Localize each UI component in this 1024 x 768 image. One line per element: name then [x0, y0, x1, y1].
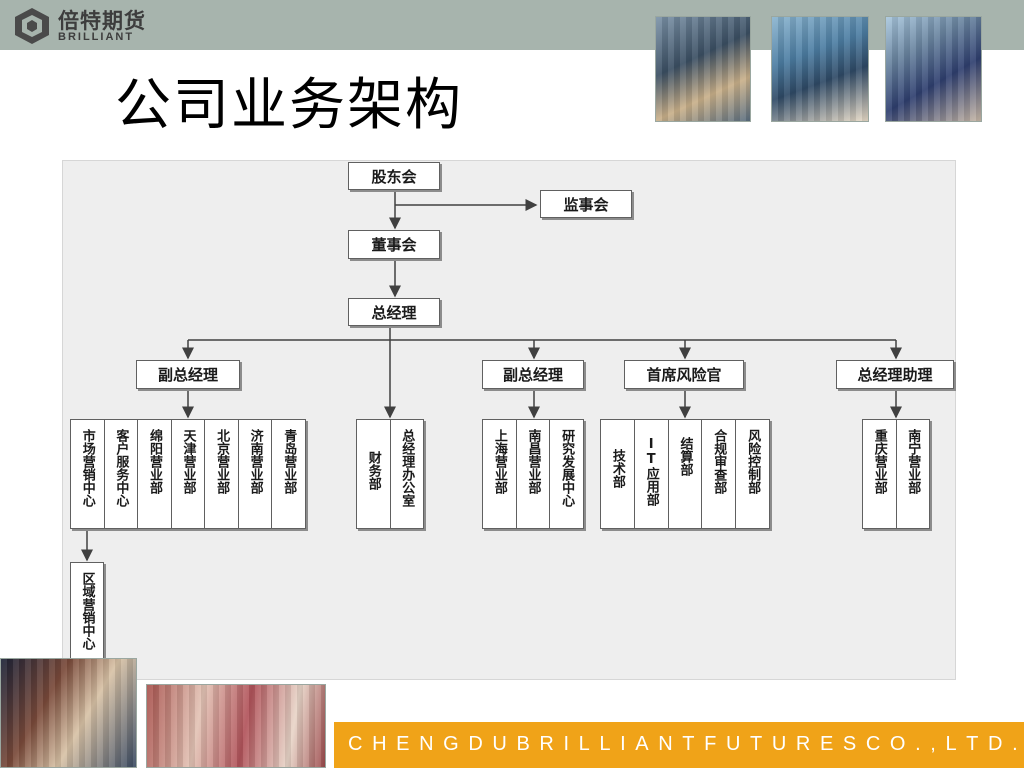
trader-phone-photo [885, 16, 982, 122]
dept-label-shanghai: 上海营业部 [491, 429, 507, 494]
footer-letter: I [620, 733, 626, 755]
footer-letter: F [704, 733, 717, 755]
footer-letter: . [915, 733, 921, 755]
node-board: 董事会 [348, 230, 440, 259]
dept-box: 财务部 [357, 420, 390, 528]
footer-letter: O [889, 733, 906, 755]
dept-label-qingdao: 青岛营业部 [281, 429, 297, 494]
dept-group-gm: 财务部 总经理办公室 [356, 419, 424, 529]
dept-label-nanchang: 南昌营业部 [525, 429, 541, 494]
footer-letter: S [842, 733, 857, 755]
footer-letter: L [599, 733, 611, 755]
dept-label-research-center: 研究发展中心 [559, 429, 575, 507]
footer-letter: B [516, 733, 530, 755]
footer-letter: L [945, 733, 957, 755]
dept-label-settlement: 结算部 [677, 437, 693, 476]
footer-letter: N [658, 733, 673, 755]
dept-label-jinan: 济南营业部 [247, 429, 263, 494]
footer-band [334, 722, 1024, 768]
dept-label-mianyang: 绵阳营业部 [146, 429, 162, 494]
dept-box: 上海营业部 [483, 420, 516, 528]
footer-letter: G [443, 733, 459, 755]
dept-box: 风险控制部 [735, 420, 769, 528]
dept-label-finance: 财务部 [365, 451, 381, 490]
dept-box: 合规审查部 [701, 420, 735, 528]
node-gm-assistant: 总经理助理 [836, 360, 954, 389]
dept-group-cro: 技术部 IT应用部 结算部 合规审查部 风险控制部 [600, 419, 770, 529]
exchange-hall-photo [146, 684, 326, 768]
footer-letter: E [396, 733, 410, 755]
dept-box: 绵阳营业部 [137, 420, 171, 528]
logo-english-name: BRILLIANT [58, 31, 135, 43]
dept-group-vp1: 市场营销中心 客户服务中心 绵阳营业部 天津营业部 北京营业部 济南营业部 青岛… [70, 419, 306, 529]
footer-letter: E [819, 733, 834, 755]
logo-chinese-name: 倍特期货 [58, 9, 146, 33]
dept-group-assistant: 重庆营业部 南宁营业部 [862, 419, 930, 529]
dept-box: 南昌营业部 [515, 420, 550, 528]
crowd-trading-photo [0, 658, 137, 768]
footer-letter: I [563, 733, 570, 755]
footer-letter: T [682, 733, 695, 755]
footer-letter: R [539, 733, 554, 755]
dept-box: 重庆营业部 [863, 420, 896, 528]
dept-label-nanning: 南宁营业部 [905, 429, 921, 494]
footer-letter: L [578, 733, 590, 755]
footer-letter: U [771, 733, 787, 755]
dept-box: 技术部 [601, 420, 634, 528]
footer-letter: D [468, 733, 483, 755]
trader-desk-photo [771, 16, 869, 122]
dept-label-gm-office: 总经理办公室 [399, 429, 415, 507]
slide-title: 公司业务架构 [115, 73, 463, 138]
node-vp-1: 副总经理 [136, 360, 240, 389]
footer-letter: T [750, 733, 763, 755]
dept-box: 客户服务中心 [103, 420, 138, 528]
dept-box: IT应用部 [633, 420, 668, 528]
dept-label-tianjin: 天津营业部 [180, 429, 196, 494]
node-chief-risk-officer: 首席风险官 [624, 360, 744, 389]
dept-group-vp2: 上海营业部 南昌营业部 研究发展中心 [482, 419, 584, 529]
dept-label-compliance: 合规审查部 [711, 429, 727, 494]
dept-box: 市场营销中心 [71, 420, 104, 528]
dept-label-technology: 技术部 [609, 449, 625, 488]
footer-company-name: C H E N G D U B R I L L I A N T F U T U … [348, 733, 1018, 756]
trading-floor-photo [655, 16, 751, 122]
footer-letter: N [419, 733, 434, 755]
footer-letter: H [372, 733, 387, 755]
dept-box: 北京营业部 [204, 420, 238, 528]
node-supervisors: 监事会 [540, 190, 632, 218]
footer-letter: C [865, 733, 881, 755]
dept-label-customer-service: 客户服务中心 [113, 429, 129, 507]
dept-box: 结算部 [667, 420, 702, 528]
dept-label-risk-control: 风险控制部 [745, 429, 761, 494]
footer-letter: . [1012, 733, 1018, 755]
footer-letter: D [988, 733, 1003, 755]
footer-letter: T [966, 733, 979, 755]
dept-label-chongqing: 重庆营业部 [871, 429, 887, 494]
footer-letter: A [635, 733, 649, 755]
dept-regional: 区域营销中心 [70, 562, 104, 672]
dept-label-marketing-center: 市场营销中心 [79, 429, 95, 507]
logo-cube-icon [15, 8, 49, 44]
node-shareholders: 股东会 [348, 162, 440, 190]
dept-box: 区域营销中心 [71, 563, 103, 671]
dept-box: 济南营业部 [237, 420, 272, 528]
dept-box: 总经理办公室 [389, 420, 424, 528]
dept-box: 南宁营业部 [895, 420, 930, 528]
footer-letter: , [930, 733, 936, 755]
footer-letter: R [795, 733, 811, 755]
dept-box: 天津营业部 [170, 420, 205, 528]
dept-label-beijing: 北京营业部 [214, 429, 230, 494]
footer-letter: U [492, 733, 507, 755]
node-general-manager: 总经理 [348, 298, 440, 326]
dept-label-regional-marketing: 区域营销中心 [79, 572, 95, 650]
footer-letter: U [725, 733, 741, 755]
dept-box: 青岛营业部 [271, 420, 305, 528]
company-logo: 倍特期货 BRILLIANT [12, 4, 162, 46]
node-vp-2: 副总经理 [482, 360, 584, 389]
footer-letter: C [348, 733, 363, 755]
dept-box: 研究发展中心 [549, 420, 583, 528]
dept-label-it-application: IT应用部 [643, 437, 659, 506]
